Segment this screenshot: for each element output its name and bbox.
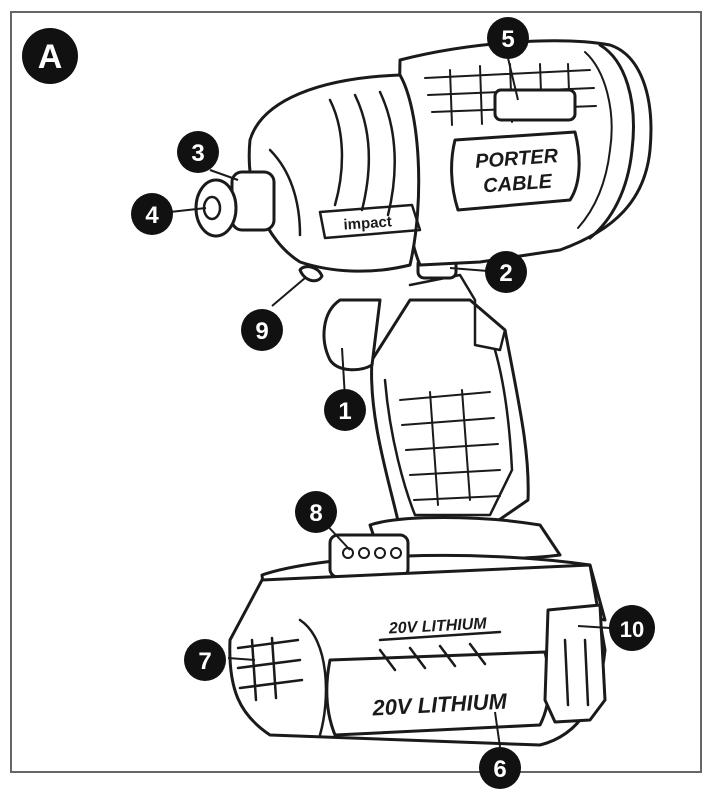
gear-case-ribs <box>268 90 396 237</box>
callout-2: 2 <box>485 251 527 293</box>
callout-1: 1 <box>324 389 366 431</box>
rear-cap <box>588 43 635 240</box>
led-light <box>298 265 324 283</box>
trigger-outline <box>322 298 382 372</box>
callout-7: 7 <box>184 639 226 681</box>
callout-6-label: 6 <box>493 756 506 783</box>
callout-9-label: 9 <box>255 318 268 345</box>
callout-5-label: 5 <box>501 26 514 53</box>
side-band <box>318 203 422 240</box>
grip-texture <box>399 389 501 506</box>
battery-vents <box>236 636 304 702</box>
battery-release-slot <box>563 638 590 707</box>
callout-7-label: 7 <box>198 648 211 675</box>
gear-case <box>247 73 421 273</box>
callout-10-label: 10 <box>620 617 644 642</box>
callout-9: 9 <box>241 309 283 351</box>
callout-8: 8 <box>295 491 337 533</box>
rear-cap-inner <box>577 51 613 229</box>
collar <box>230 170 276 232</box>
grip-handle <box>370 298 530 542</box>
figure-frame <box>10 11 702 773</box>
callout-5: 5 <box>487 17 529 59</box>
callout-4-label: 4 <box>145 202 159 229</box>
callout-6: 6 <box>479 747 521 789</box>
battery-release-clip <box>543 603 607 724</box>
battery-upper-text: 20V LITHIUM <box>387 615 487 637</box>
brand-plate <box>450 130 581 212</box>
grip-overmold <box>383 348 514 517</box>
fuel-gauge-leds <box>342 547 402 559</box>
battery-side-contour <box>298 618 328 737</box>
callout-3-label: 3 <box>191 140 204 167</box>
callout-8-label: 8 <box>309 500 322 527</box>
impact-text: impact <box>343 213 392 233</box>
callout-3: 3 <box>177 131 219 173</box>
speed-selector-slot <box>493 88 577 122</box>
battery-grip-bars <box>378 630 502 672</box>
callout-4: 4 <box>131 193 173 235</box>
callout-2-label: 2 <box>499 260 512 287</box>
callout-10: 10 <box>609 605 655 651</box>
callout-1-label: 1 <box>338 398 351 425</box>
chuck-hex-socket <box>202 195 222 221</box>
panel-badge: A <box>22 28 78 84</box>
brand-text-line2: CABLE <box>482 171 553 198</box>
panel-letter: A <box>38 38 63 76</box>
impact-driver-body <box>194 39 653 747</box>
